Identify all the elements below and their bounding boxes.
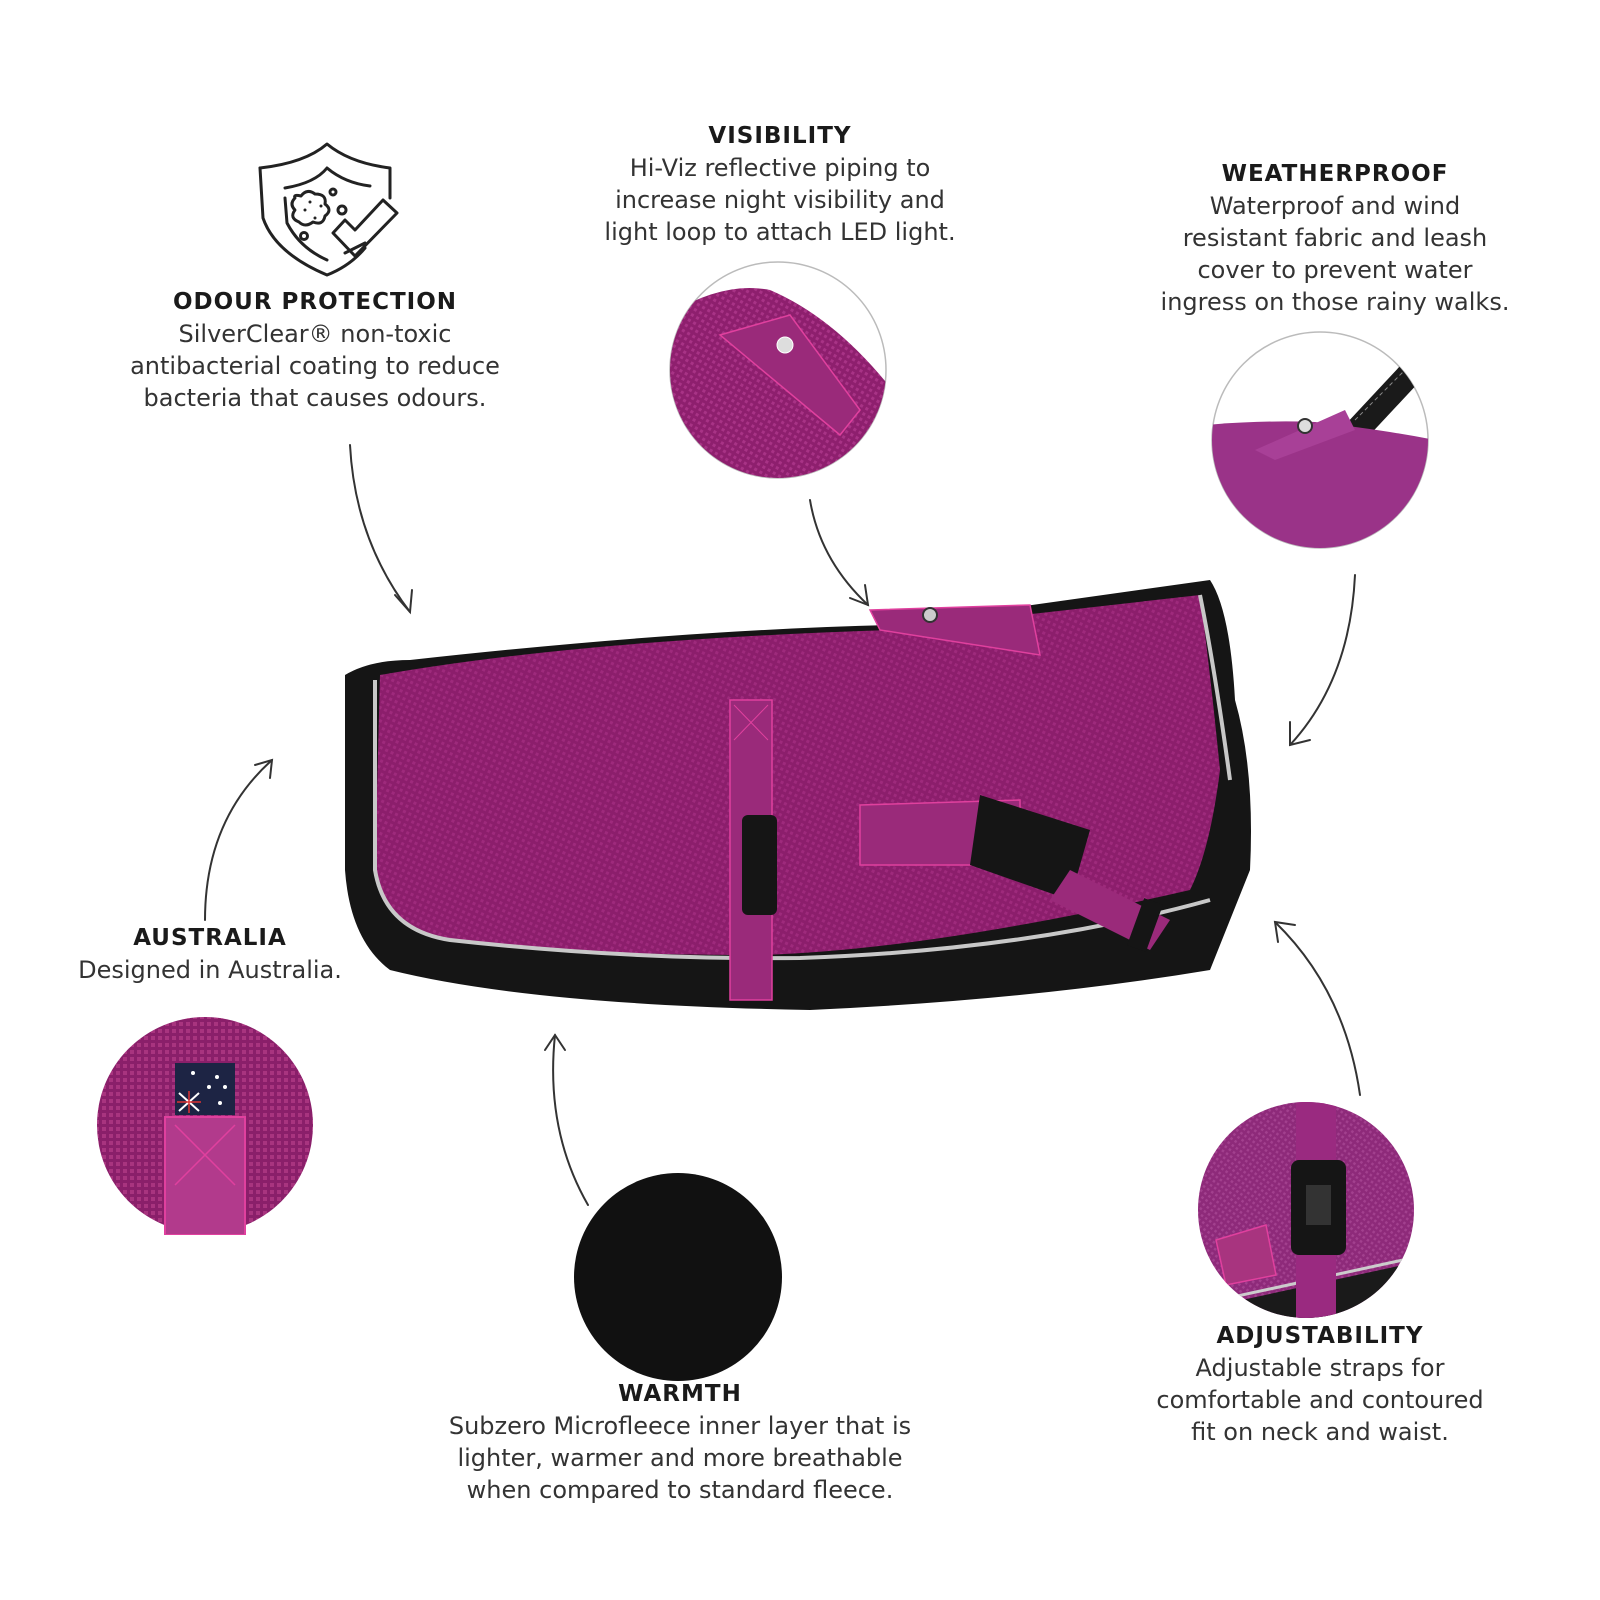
feature-description: Hi-Viz reflective piping to increase nig… [604,154,956,246]
feature-description: Waterproof and wind resistant fabric and… [1160,192,1510,316]
warmth-detail-image [574,1173,782,1381]
feature-title: ODOUR PROTECTION [172,289,458,315]
dog-coat-main-image [345,580,1251,1010]
feature-title: ADJUSTABILITY [1216,1323,1424,1349]
feature-warmth: WARMTH Subzero Microfleece inner layer t… [400,1378,960,1506]
feature-description: Designed in Australia. [78,956,342,984]
visibility-detail-image [669,261,887,479]
feature-title: WARMTH [618,1381,742,1407]
adjustability-detail-image [1198,1102,1414,1318]
feature-description: SilverClear® non-toxic antibacterial coa… [130,320,500,412]
feature-title: WEATHERPROOF [1221,161,1449,187]
feature-adjustability: ADJUSTABILITY Adjustable straps for comf… [1110,1320,1530,1448]
australia-detail-image [97,1017,313,1235]
feature-visibility: VISIBILITY Hi-Viz reflective piping to i… [560,120,1000,248]
feature-description: Subzero Microfleece inner layer that is … [448,1412,912,1504]
feature-title: AUSTRALIA [133,925,287,951]
feature-description: Adjustable straps for comfortable and co… [1156,1354,1484,1446]
shield-check-bacteria-icon [258,142,399,277]
feature-weatherproof: WEATHERPROOF Waterproof and wind resista… [1120,158,1550,318]
weatherproof-detail-image [1211,331,1429,549]
feature-australia: AUSTRALIA Designed in Australia. [50,922,370,986]
feature-odour-protection: ODOUR PROTECTION SilverClear® non-toxic … [100,286,530,414]
feature-title: VISIBILITY [708,123,852,149]
